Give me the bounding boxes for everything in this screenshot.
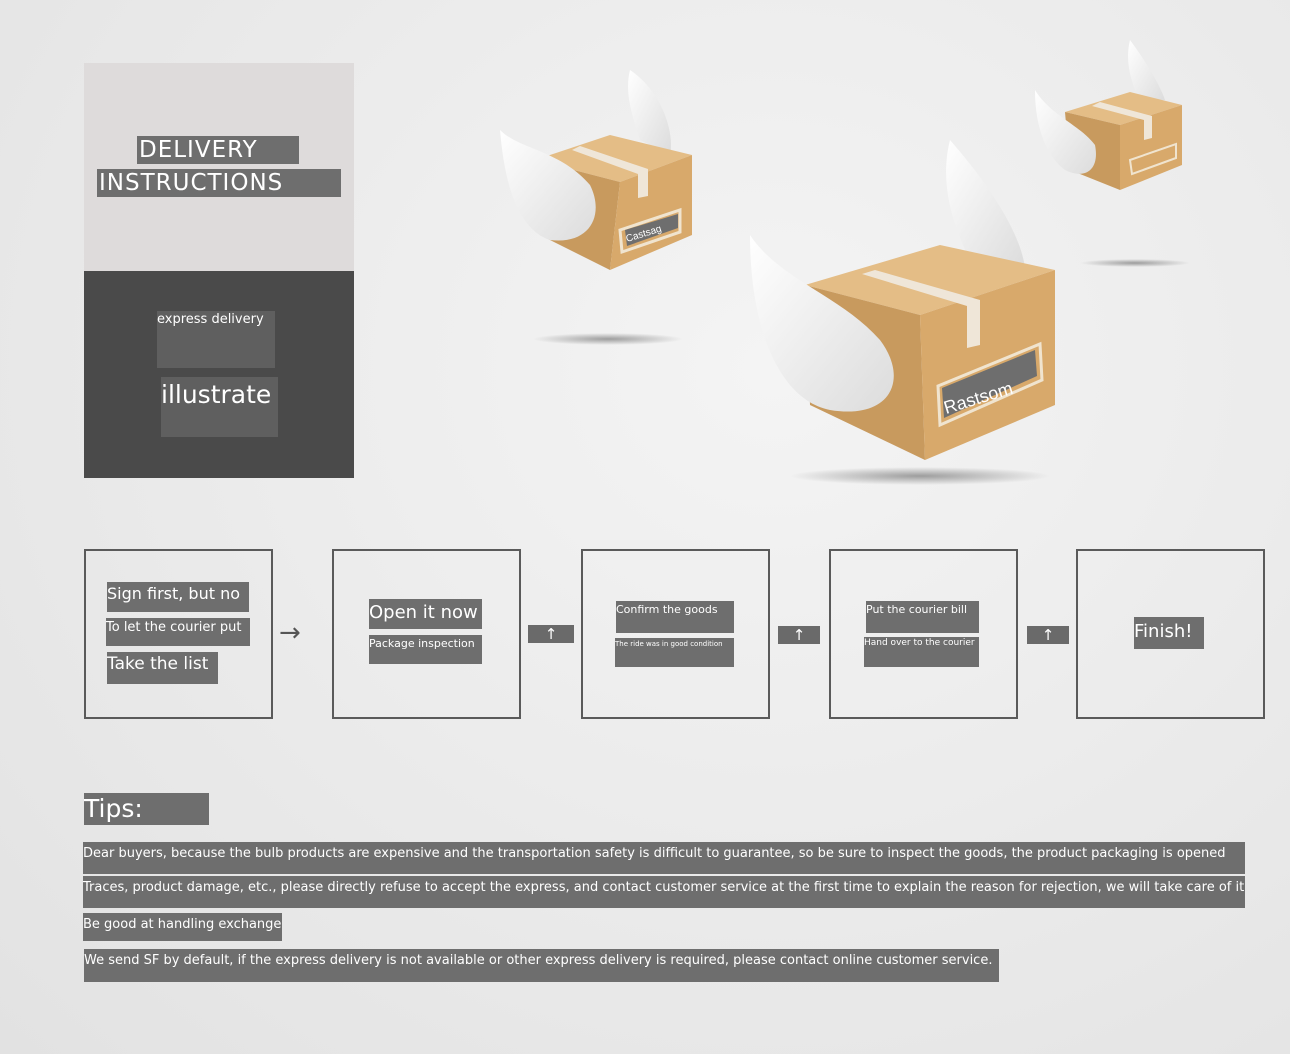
step-4-line-1: Put the courier bill — [866, 601, 979, 633]
tips-line-3: Be good at handling exchanges — [83, 913, 282, 941]
distant-winged-box — [1035, 40, 1190, 267]
step-3-box — [581, 549, 770, 719]
step-2-line-1: Open it now — [369, 599, 482, 629]
tips-line-1: Dear buyers, because the bulb products a… — [83, 842, 1245, 874]
tips-heading: Tips: — [84, 793, 209, 825]
subtitle-text: express delivery — [157, 312, 264, 327]
arrow-2: ↑ — [528, 625, 574, 643]
step-5-line-1: Finish! — [1134, 617, 1204, 649]
subtitle-block: express delivery — [157, 311, 275, 368]
step-2-line-2: Package inspection — [369, 635, 482, 664]
subtitle-illustrate: illustrate — [161, 377, 278, 437]
tips-line-4: We send SF by default, if the express de… — [84, 949, 999, 982]
arrow-1: → — [279, 618, 301, 648]
step-5-box — [1076, 549, 1265, 719]
step-1-box — [84, 549, 273, 719]
step-3-line-2: The ride was in good condition — [615, 638, 734, 667]
title-line-2: INSTRUCTIONS — [97, 169, 341, 197]
header-panel-subtitle — [84, 271, 354, 478]
big-winged-box: Rastsom — [750, 140, 1055, 485]
arrow-3: ↑ — [778, 626, 820, 644]
flying-boxes-illustration: Castsag Rastsom — [500, 40, 1190, 485]
step-4-box — [829, 549, 1018, 719]
header-panel-title — [84, 63, 354, 271]
step-1-line-3: Take the list — [107, 652, 218, 684]
small-winged-box: Castsag — [500, 70, 692, 345]
step-2-box — [332, 549, 521, 719]
step-1-line-1: Sign first, but no — [107, 582, 249, 612]
step-1-line-2: To let the courier put — [106, 618, 250, 646]
tips-line-2: Traces, product damage, etc., please dir… — [83, 876, 1245, 908]
step-3-line-1: Confirm the goods — [616, 601, 734, 633]
step-4-line-2: Hand over to the courier — [864, 637, 979, 667]
title-line-1: DELIVERY — [137, 136, 299, 164]
arrow-4: ↑ — [1027, 626, 1069, 644]
